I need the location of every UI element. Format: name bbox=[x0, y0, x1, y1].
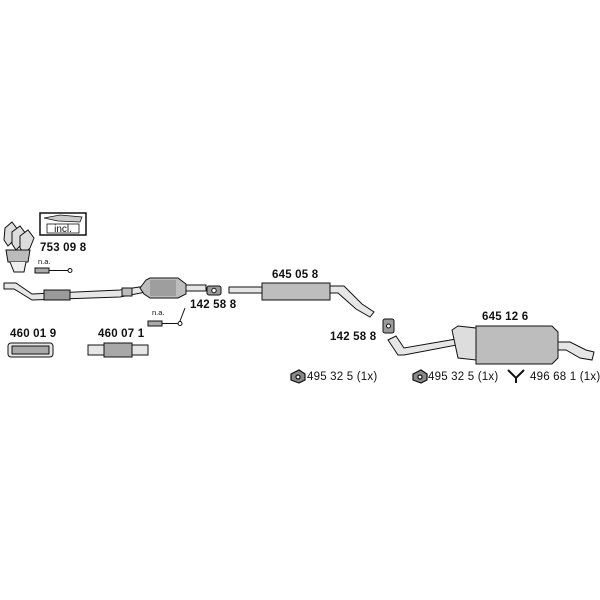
flex-pipe-1-part-number: 460 01 9 bbox=[10, 328, 56, 340]
cat-sensor-note: n.a. bbox=[152, 308, 165, 317]
hanger-3-icon[interactable] bbox=[507, 369, 525, 383]
manifold-kit-badge: incl. bbox=[54, 224, 72, 235]
front-sensor-note: n.a. bbox=[38, 257, 51, 266]
middle-silencer-part-number: 645 05 8 bbox=[272, 269, 319, 281]
exhaust-manifold[interactable] bbox=[3, 221, 35, 273]
hanger-2-part-number: 495 32 5 (1x) bbox=[428, 371, 498, 383]
flex-pipe-2[interactable] bbox=[87, 342, 149, 358]
rear-silencer-part-number: 645 12 6 bbox=[482, 311, 528, 323]
hanger-1-part-number: 495 32 5 (1x) bbox=[307, 371, 377, 383]
middle-silencer[interactable] bbox=[228, 282, 375, 318]
rear-oxygen-sensor[interactable] bbox=[147, 307, 186, 327]
manifold-kit-part-number: 753 09 8 bbox=[40, 242, 87, 254]
front-pipe[interactable] bbox=[3, 282, 147, 301]
hanger-2-icon[interactable] bbox=[412, 369, 428, 384]
flex-pipe-2-part-number: 460 07 1 bbox=[98, 328, 145, 340]
front-clamp[interactable] bbox=[206, 285, 222, 296]
front-clamp-part-number: 142 58 8 bbox=[190, 299, 237, 311]
catalytic-converter[interactable] bbox=[139, 277, 207, 299]
rear-clamp-part-number: 142 58 8 bbox=[330, 331, 377, 343]
front-oxygen-sensor[interactable] bbox=[34, 267, 73, 274]
rear-clamp[interactable] bbox=[382, 318, 395, 334]
manifold-kit-box[interactable]: incl. bbox=[39, 212, 87, 236]
rear-silencer[interactable] bbox=[387, 325, 595, 365]
flex-pipe-1[interactable] bbox=[7, 342, 54, 358]
hanger-3-part-number: 496 68 1 (1x) bbox=[530, 371, 600, 383]
hanger-1-icon[interactable] bbox=[290, 369, 306, 384]
